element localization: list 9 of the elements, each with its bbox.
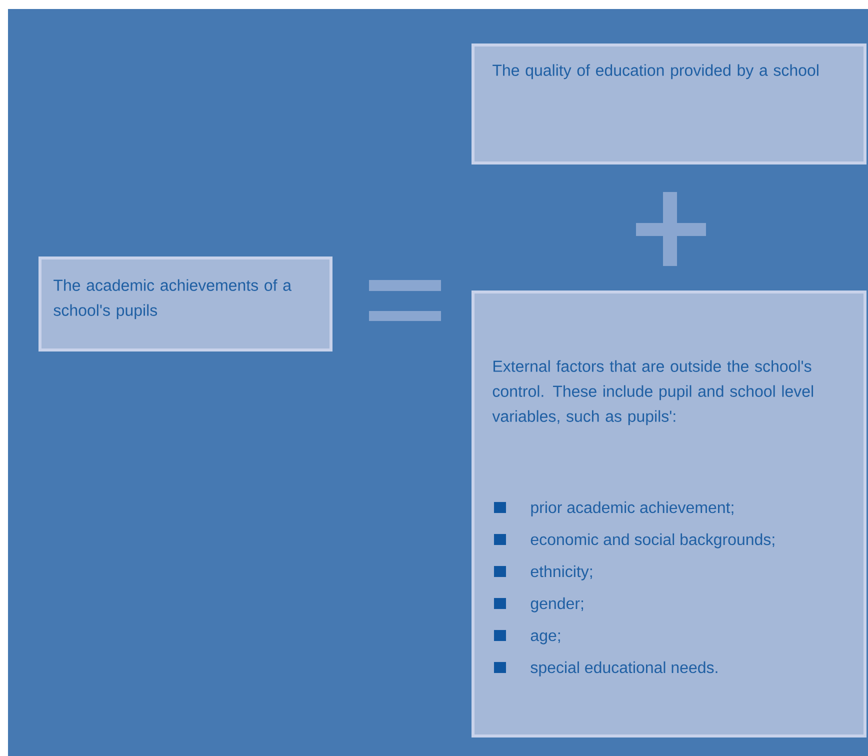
bullet-item: gender; — [494, 597, 584, 612]
bullet-item: economic and social backgrounds; — [494, 533, 774, 548]
box-text: The academic achievements of a school's pupils — [54, 279, 292, 320]
box-text: The quality of education provided by a school — [492, 64, 818, 80]
bullet-item: prior academic achievement; — [494, 501, 734, 516]
bullet-item: ethnicity; — [494, 565, 592, 580]
box-text: External factors that are outside the school's control. These include pupil and school level variables, such as pupils': — [492, 360, 814, 426]
bullet-item: age; — [494, 630, 560, 644]
bullet-item: special educational needs. — [494, 661, 718, 676]
